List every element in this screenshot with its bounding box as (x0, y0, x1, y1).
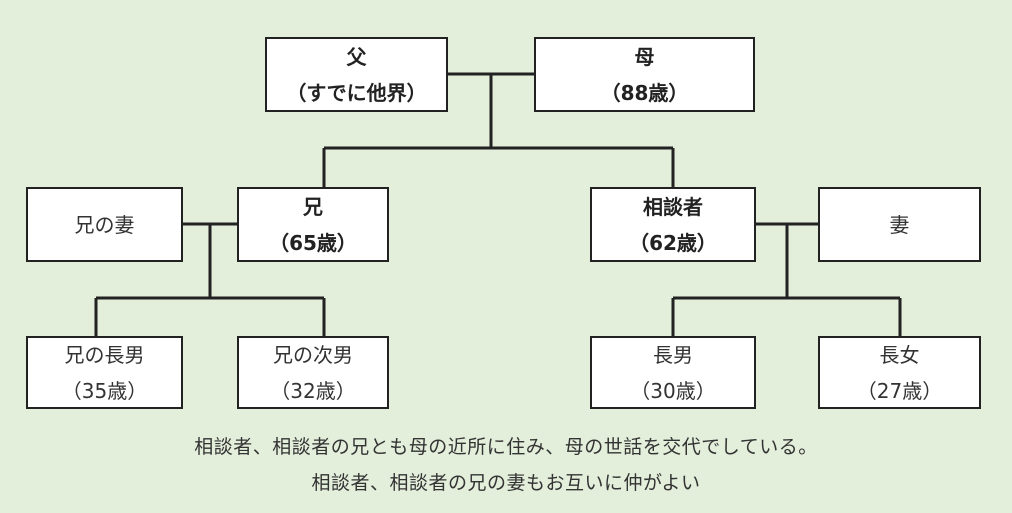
node-daughter: 長女 （27歳） (818, 336, 981, 409)
node-client-name: 相談者 (643, 194, 703, 219)
node-daughter-note: （27歳） (856, 378, 943, 403)
node-client-note: （62歳） (629, 230, 717, 255)
node-mother: 母 （88歳） (534, 37, 755, 112)
node-brother-son1-name: 兄の長男 (64, 342, 145, 367)
node-father: 父 （すでに他界） (265, 37, 448, 112)
node-brother-son1: 兄の長男 （35歳） (26, 336, 183, 409)
node-brother-note: （65歳） (269, 230, 357, 255)
caption-line-2: 相談者、相談者の兄の妻もお互いに仲がよい (311, 472, 701, 494)
node-brother-son2-note: （32歳） (270, 378, 356, 403)
node-son: 長男 （30歳） (590, 336, 756, 409)
node-son-note: （30歳） (630, 378, 716, 403)
caption-line-1: 相談者、相談者の兄とも母の近所に住み、母の世話を交代でしている。 (194, 436, 818, 458)
node-mother-note: （88歳） (600, 80, 689, 105)
node-wife: 妻 (818, 187, 981, 262)
node-daughter-name: 長女 (879, 342, 920, 367)
node-client: 相談者 （62歳） (590, 187, 756, 262)
node-brother: 兄 （65歳） (237, 187, 389, 262)
node-brother-son2: 兄の次男 （32歳） (237, 336, 389, 409)
node-father-note: （すでに他界） (286, 80, 427, 105)
node-father-name: 父 (346, 44, 367, 69)
node-mother-name: 母 (634, 44, 655, 69)
node-son-name: 長男 (653, 342, 693, 367)
node-brother-name: 兄 (303, 194, 323, 219)
node-brother-wife: 兄の妻 (26, 187, 183, 262)
node-wife-name: 妻 (889, 212, 910, 237)
node-brother-son1-note: （35歳） (61, 378, 148, 403)
node-brother-son2-name: 兄の次男 (273, 342, 353, 367)
node-brother-wife-name: 兄の妻 (74, 212, 135, 237)
